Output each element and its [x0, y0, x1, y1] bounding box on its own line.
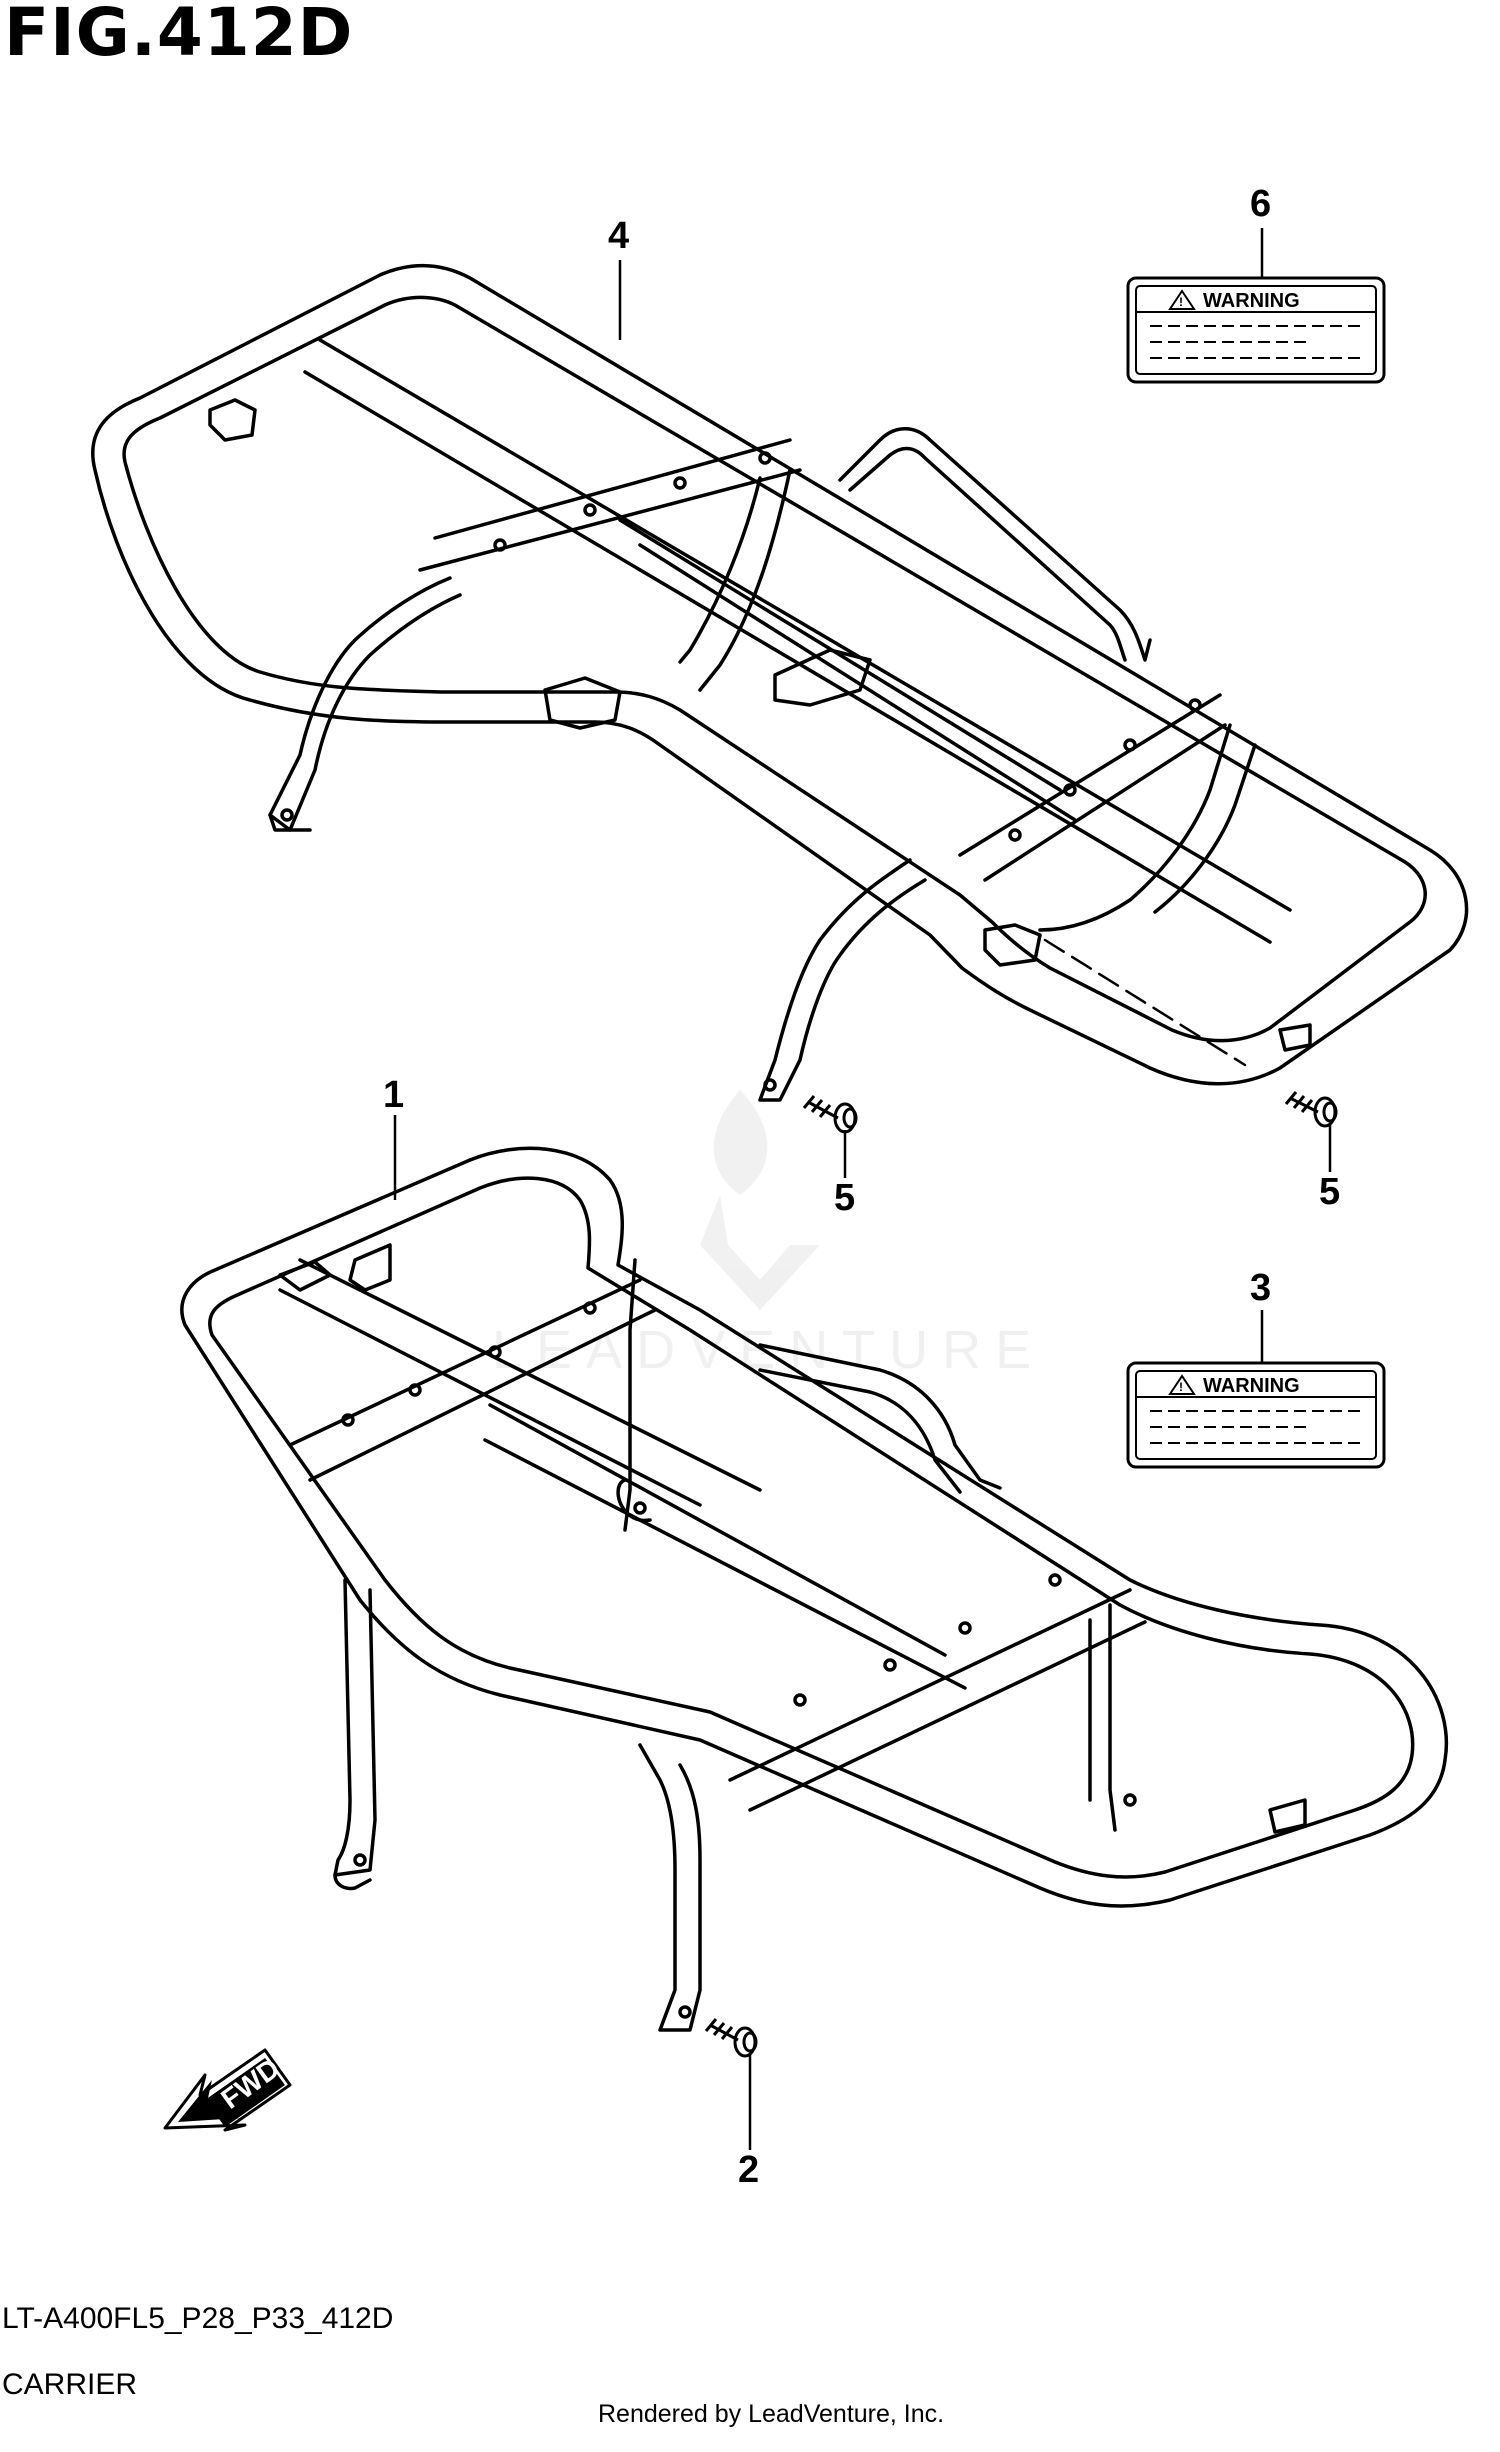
- callout-6: 6: [1250, 183, 1271, 225]
- fwd-arrow-icon: FWD: [163, 2048, 292, 2132]
- front-carrier-part-1: [180, 1146, 1448, 2032]
- warning-label-6-title: WARNING: [1203, 290, 1300, 312]
- callout-3: 3: [1250, 1267, 1271, 1309]
- figure-title: FIG.412D: [4, 0, 354, 71]
- callout-1: 1: [383, 1074, 404, 1116]
- watermark-flame-icon: [700, 1090, 820, 1310]
- flange-bolt-5a: [802, 1095, 858, 1134]
- flange-bolt-5b: [1284, 1091, 1338, 1128]
- callout-4: 4: [608, 215, 629, 257]
- rendered-by-credit: Rendered by LeadVenture, Inc.: [598, 2400, 945, 2428]
- warning-label-3: ! WARNING: [1126, 1361, 1386, 1469]
- rear-carrier-part-4: [91, 263, 1469, 1102]
- leadventure-watermark: LEADVENTURE: [492, 1090, 1031, 1380]
- warning-triangle-icon: [1168, 289, 1196, 310]
- callout-2: 2: [738, 2149, 759, 2191]
- flange-bolt-2: [704, 2018, 758, 2058]
- svg-text:!: !: [1179, 295, 1183, 309]
- warning-label-6: ! WARNING: [1126, 276, 1386, 384]
- svg-text:!: !: [1179, 1380, 1183, 1394]
- callout-5b: 5: [1319, 1171, 1340, 1213]
- section-name: CARRIER: [2, 2368, 138, 2401]
- warning-label-3-title: WARNING: [1203, 1375, 1300, 1397]
- callout-5a: 5: [834, 1177, 855, 1219]
- model-code: LT-A400FL5_P28_P33_412D: [2, 2302, 394, 2335]
- warning-triangle-icon: [1168, 1374, 1196, 1395]
- leader-lines: [393, 228, 1332, 2150]
